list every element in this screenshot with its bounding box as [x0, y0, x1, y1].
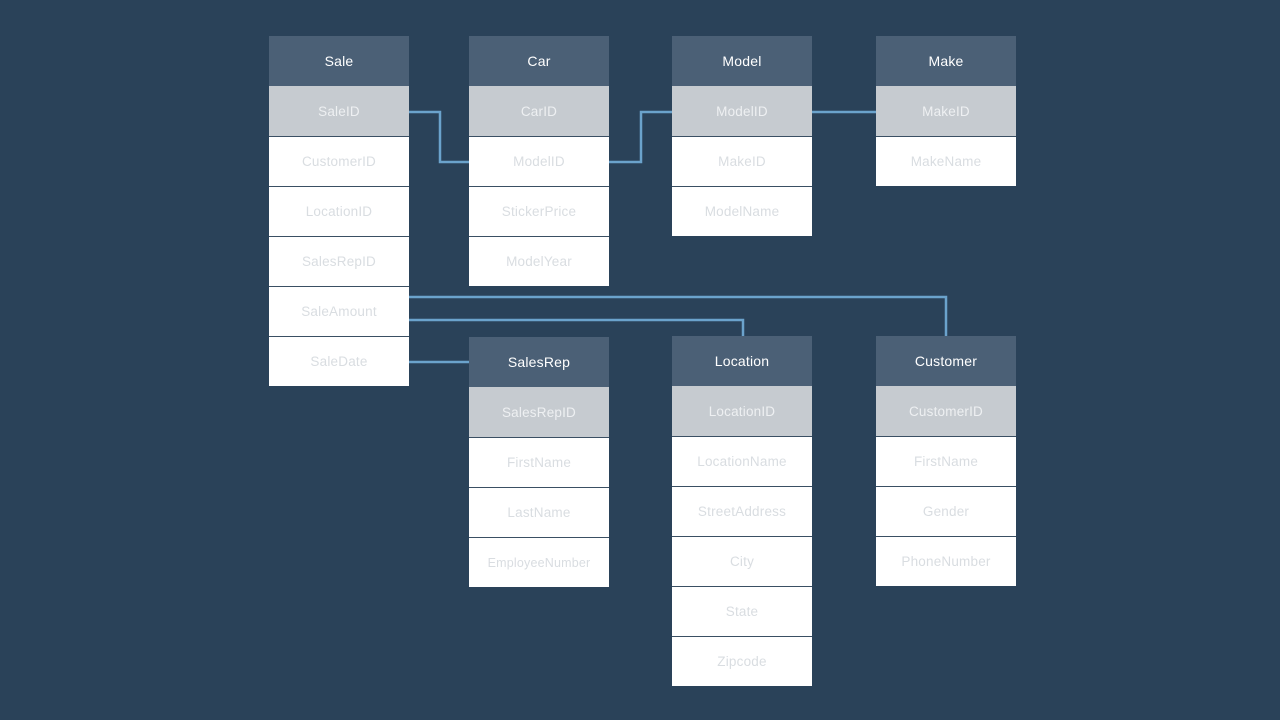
entity-field[interactable]: SaleAmount: [269, 286, 409, 336]
connector-line: [409, 110, 469, 164]
entity-field[interactable]: City: [672, 536, 812, 586]
entity-field[interactable]: EmployeeNumber: [469, 537, 609, 587]
entity-title: Sale: [269, 36, 409, 86]
connector-line: [609, 110, 672, 164]
entity-field[interactable]: StickerPrice: [469, 186, 609, 236]
entity-title: SalesRep: [469, 337, 609, 387]
entity-title: Car: [469, 36, 609, 86]
entity-title: Customer: [876, 336, 1016, 386]
primary-key-field[interactable]: CustomerID: [876, 386, 1016, 436]
primary-key-field[interactable]: SaleID: [269, 86, 409, 136]
entity-field[interactable]: MakeID: [672, 136, 812, 186]
entity-field[interactable]: ModelYear: [469, 236, 609, 286]
entity-field[interactable]: State: [672, 586, 812, 636]
entity-field[interactable]: ModelID: [469, 136, 609, 186]
entity-title: Make: [876, 36, 1016, 86]
entity-field[interactable]: CustomerID: [269, 136, 409, 186]
entity-field[interactable]: ModelName: [672, 186, 812, 236]
entity-field[interactable]: FirstName: [469, 437, 609, 487]
primary-key-field[interactable]: MakeID: [876, 86, 1016, 136]
entity-field[interactable]: Gender: [876, 486, 1016, 536]
entity-field[interactable]: SalesRepID: [269, 236, 409, 286]
entity-field[interactable]: SaleDate: [269, 336, 409, 386]
entity-title: Location: [672, 336, 812, 386]
entity-field[interactable]: LocationName: [672, 436, 812, 486]
primary-key-field[interactable]: LocationID: [672, 386, 812, 436]
primary-key-field[interactable]: CarID: [469, 86, 609, 136]
entity-field[interactable]: LastName: [469, 487, 609, 537]
entity-field[interactable]: MakeName: [876, 136, 1016, 186]
primary-key-field[interactable]: SalesRepID: [469, 387, 609, 437]
primary-key-field[interactable]: ModelID: [672, 86, 812, 136]
entity-field[interactable]: StreetAddress: [672, 486, 812, 536]
entity-title: Model: [672, 36, 812, 86]
entity-field[interactable]: LocationID: [269, 186, 409, 236]
entity-field[interactable]: Zipcode: [672, 636, 812, 686]
entity-field[interactable]: PhoneNumber: [876, 536, 1016, 586]
entity-field[interactable]: FirstName: [876, 436, 1016, 486]
